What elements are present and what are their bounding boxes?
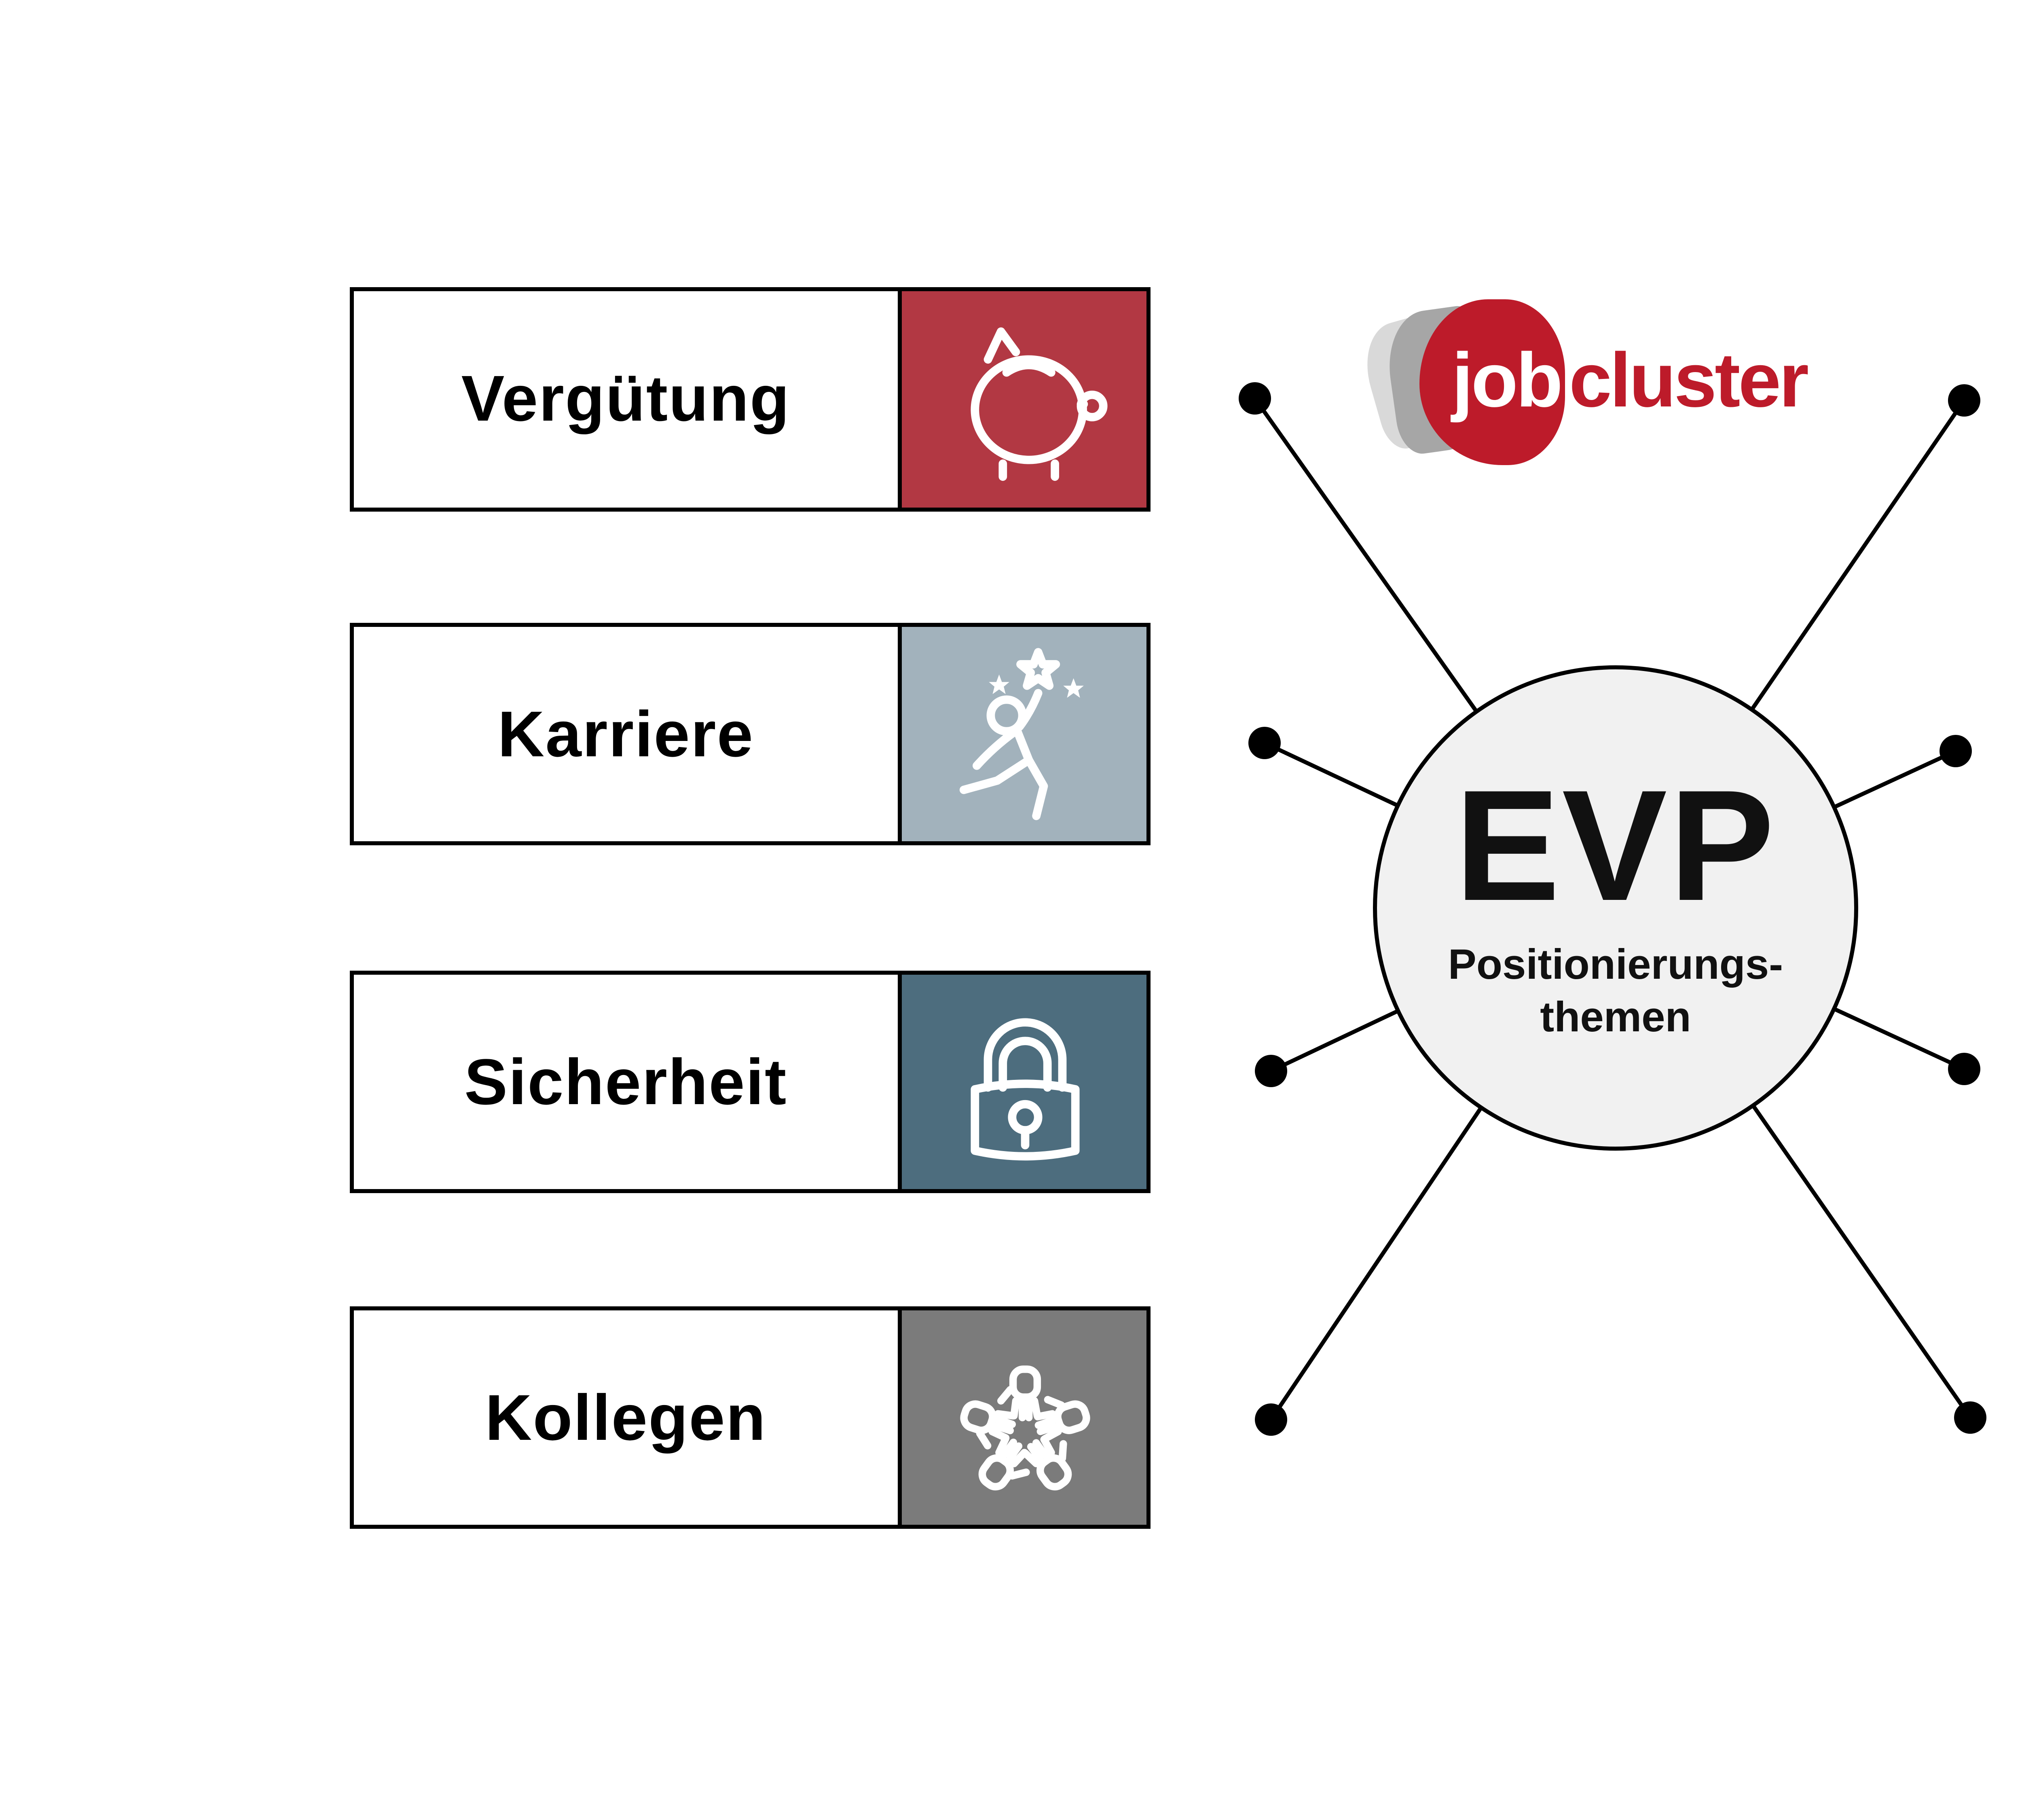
box-verguetung: Vergütung [350, 287, 1151, 512]
box-kollegen-label: Kollegen [485, 1380, 767, 1453]
connector-dot [1948, 1053, 1980, 1085]
box-sicherheit-label: Sicherheit [464, 1044, 787, 1117]
jobcluster-logo: job cluster [1335, 295, 1880, 477]
connector-dot [1954, 1401, 1986, 1434]
logo-bubble-icon [1419, 299, 1565, 465]
person-reaching-star-icon [898, 627, 1146, 841]
evp-subtitle-line1: Positionierungs- [1448, 942, 1783, 988]
evp-subtitle: Positionierungs- themen [1448, 940, 1783, 1046]
box-karriere-label: Karriere [497, 696, 754, 770]
connector-dot [1255, 1403, 1287, 1436]
box-verguetung-label: Vergütung [461, 362, 791, 435]
connector-dot [1948, 384, 1980, 417]
connector-dot [1239, 382, 1271, 415]
logo-text-cluster: cluster [1569, 340, 1809, 425]
padlock-icon [898, 975, 1146, 1189]
connector-dot [1940, 735, 1972, 767]
evp-title: EVP [1455, 756, 1777, 934]
piggy-bank-icon [898, 291, 1146, 508]
connector-dot [1255, 1055, 1287, 1087]
evp-subtitle-line2: themen [1540, 995, 1691, 1042]
team-hands-icon [898, 1310, 1146, 1525]
evp-center-circle: EVP Positionierungs- themen [1373, 665, 1858, 1151]
connector-dot [1248, 727, 1281, 759]
box-kollegen: Kollegen [350, 1306, 1151, 1529]
logo-text-job: job [1452, 340, 1563, 425]
box-sicherheit: Sicherheit [350, 971, 1151, 1193]
box-karriere: Karriere [350, 623, 1151, 845]
